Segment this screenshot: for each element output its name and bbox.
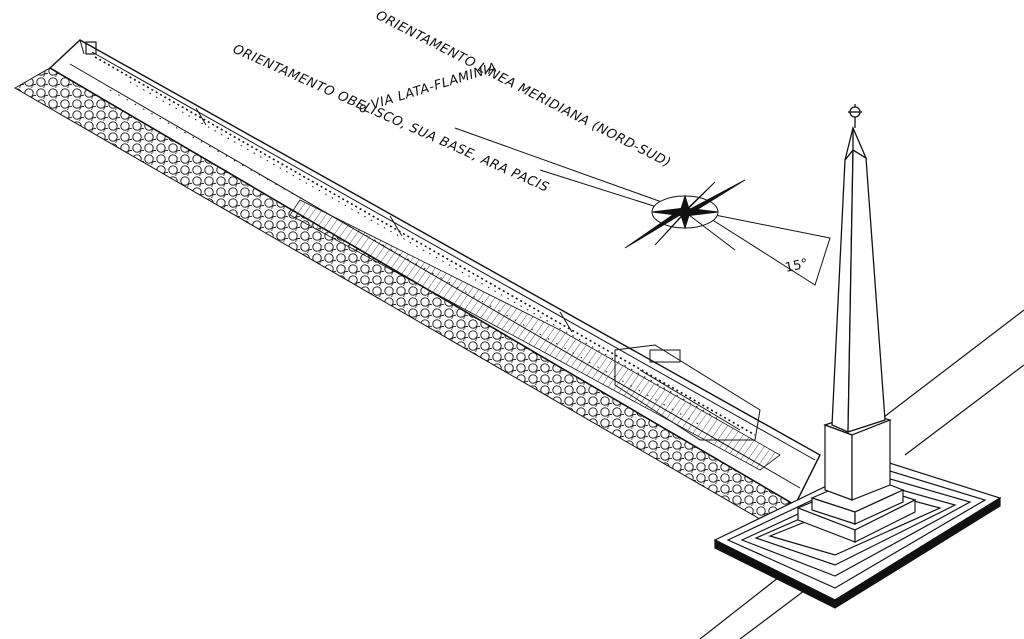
meridian-platform: [48, 39, 821, 506]
cobblestone-pavement: [13, 67, 797, 523]
obelisk: [831, 104, 886, 433]
angle-label: 15°: [784, 256, 810, 275]
meridian-line: [85, 41, 756, 436]
meridian-end-marker: [85, 41, 97, 55]
ara-pacis-block: [614, 344, 761, 441]
orientation-rays: [454, 127, 831, 286]
via-lata-label: e VIA LATA-FLAMINIA: [357, 60, 499, 116]
compass-rose-icon: [624, 179, 746, 251]
